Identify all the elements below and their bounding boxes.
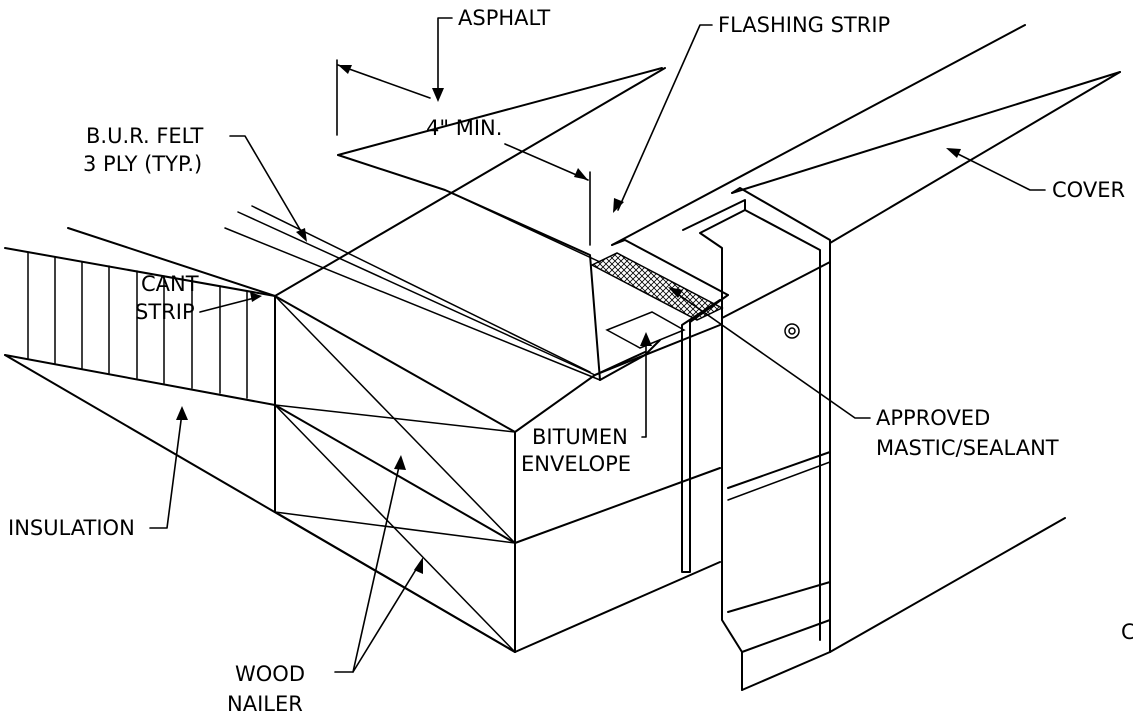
label-bur-felt-line2: 3 PLY (TYP.) xyxy=(83,152,203,176)
label-cover: COVER xyxy=(1052,178,1126,202)
label-wood-line2: NAILER xyxy=(227,692,303,716)
coping-cover xyxy=(682,71,1121,691)
bitumen-envelope xyxy=(594,311,686,376)
insulation-layer xyxy=(4,247,276,406)
label-mastic-line1: APPROVED xyxy=(876,406,991,430)
leaders xyxy=(149,17,1046,673)
label-cant-line2: STRIP xyxy=(135,300,195,324)
label-asphalt: ASPHALT xyxy=(458,6,551,30)
label-insulation: INSULATION xyxy=(8,516,135,540)
label-bitumen-line2: ENVELOPE xyxy=(521,452,632,476)
bur-felt-plies xyxy=(224,67,663,381)
label-bur-felt-line1: B.U.R. FELT xyxy=(86,124,204,148)
label-wood-line1: WOOD xyxy=(235,662,305,686)
mastic-sealant-band xyxy=(590,252,724,321)
wood-nailer xyxy=(274,295,721,653)
label-cant-line1: CANT xyxy=(141,272,199,296)
label-edge-letter: C xyxy=(1121,620,1133,644)
label-4-inch-min: 4" MIN. xyxy=(426,116,503,140)
flashing-strip xyxy=(611,24,1026,573)
label-bitumen-line1: BITUMEN xyxy=(532,425,628,449)
label-flashing-strip: FLASHING STRIP xyxy=(718,13,891,37)
label-mastic-line2: MASTIC/SEALANT xyxy=(876,436,1059,460)
